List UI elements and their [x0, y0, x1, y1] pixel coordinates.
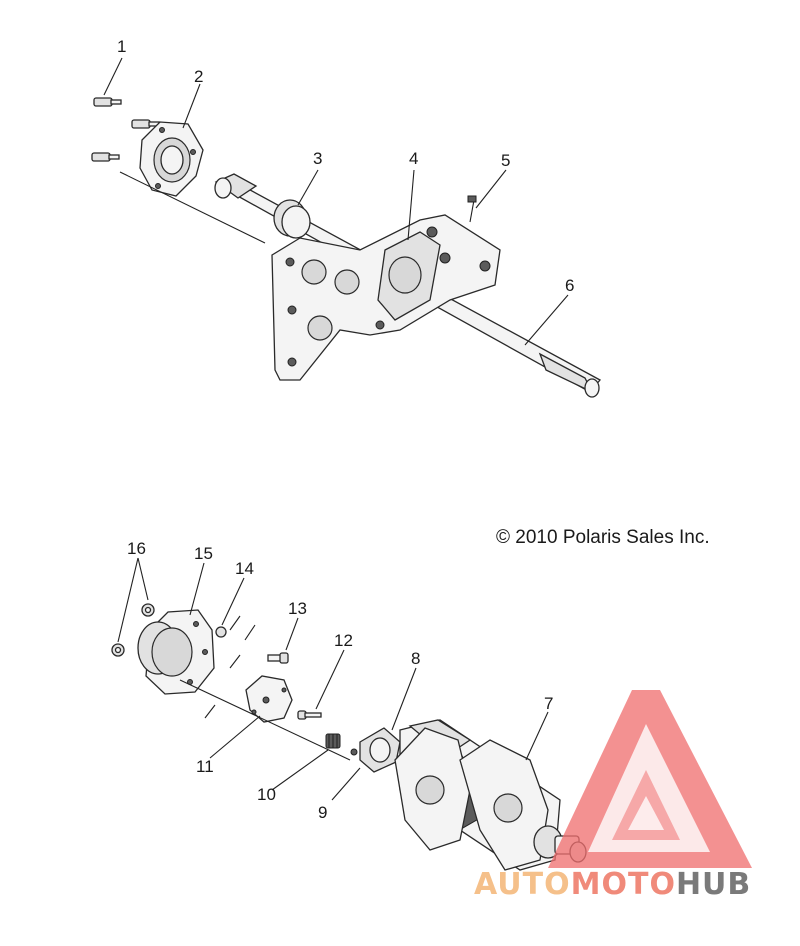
callout-2: 2	[194, 67, 203, 86]
small-gear-part	[325, 733, 341, 749]
bracket-plate-part	[271, 214, 501, 381]
watermark-moto: MOTO	[571, 867, 676, 902]
flange-plate-part	[245, 675, 293, 723]
copyright-text: © 2010 Polaris Sales Inc.	[496, 527, 710, 548]
callout-11: 11	[196, 757, 214, 776]
callout-14: 14	[235, 559, 254, 578]
bolt-part	[91, 97, 160, 162]
bearing-flange-part	[139, 121, 204, 197]
bolt-12-part	[297, 710, 322, 720]
callout-4: 4	[409, 149, 418, 168]
callout-16: 16	[127, 539, 146, 558]
bearing-housing-part	[137, 609, 215, 695]
callout-15: 15	[194, 544, 213, 563]
washer-part	[215, 626, 227, 638]
callout-7: 7	[544, 694, 553, 713]
watermark-text: AUTOMOTOHUB	[474, 867, 751, 902]
watermark-logo	[548, 690, 752, 868]
bolt-13-part	[267, 652, 289, 664]
upper-assembly	[91, 57, 602, 398]
callout-13: 13	[288, 599, 307, 618]
callout-5: 5	[501, 151, 510, 170]
lower-assembly	[111, 557, 587, 871]
grease-fitting-part	[467, 195, 477, 223]
callout-labels: 1 2 3 4 5 6 7 8 9 10 11 12 13 14 15 16	[117, 37, 574, 822]
callout-6: 6	[565, 276, 574, 295]
callout-3: 3	[313, 149, 322, 168]
callout-1: 1	[117, 37, 126, 56]
watermark-auto: AUTO	[474, 867, 571, 902]
callout-10: 10	[257, 785, 276, 804]
drive-sprocket-part	[394, 719, 587, 871]
callout-8: 8	[411, 649, 420, 668]
callout-9: 9	[318, 803, 327, 822]
callout-12: 12	[334, 631, 353, 650]
nut-part	[111, 603, 155, 657]
watermark-hub: HUB	[676, 867, 751, 902]
bearing-assembly-part	[350, 727, 401, 773]
